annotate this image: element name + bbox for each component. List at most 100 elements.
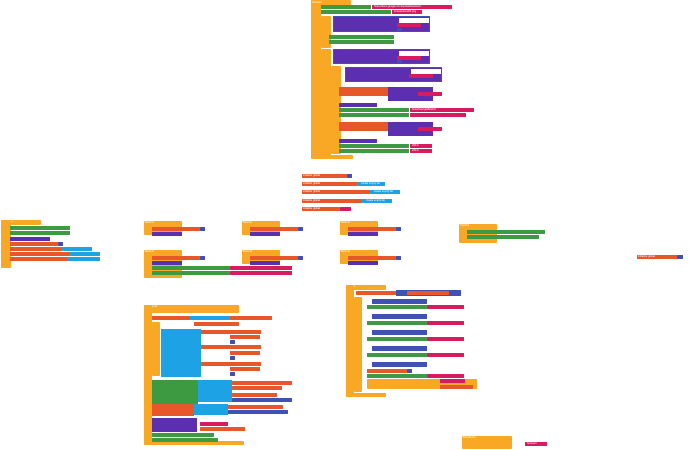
set-typeface-block[interactable] (339, 113, 409, 117)
set-global-block[interactable] (152, 227, 200, 231)
create-empty-list-block[interactable]: create empty list (357, 182, 385, 186)
get-global-block[interactable] (201, 362, 261, 366)
set-typeface-block[interactable] (152, 271, 230, 275)
set-picture-block[interactable] (367, 353, 427, 357)
empty-text-block[interactable] (340, 207, 351, 211)
compare-block[interactable] (372, 330, 427, 335)
set-global-honey-count-block[interactable] (339, 87, 389, 96)
screen-initialize-event-block[interactable] (311, 0, 321, 158)
get-element-block[interactable] (230, 351, 260, 355)
set-url-block[interactable] (321, 5, 371, 9)
select-list-item-block[interactable] (194, 404, 228, 415)
get-element-block[interactable] (230, 335, 260, 339)
set-visible-block[interactable] (329, 35, 394, 39)
if-blocks[interactable] (354, 297, 362, 392)
number-block[interactable] (200, 256, 205, 260)
getvalue-call-block[interactable] (388, 122, 442, 136)
set-visible-block[interactable] (10, 231, 70, 235)
getvalue-call-block[interactable] (388, 87, 442, 101)
get-global-block[interactable] (201, 345, 261, 349)
global-theimagew-block[interactable]: initialize global (637, 255, 677, 259)
compare-block[interactable] (372, 299, 427, 304)
create-empty-list-block[interactable]: create empty list (362, 199, 392, 203)
set-typeface-block[interactable] (339, 108, 409, 112)
get-global-row-block[interactable] (440, 385, 473, 389)
typeface-text-block[interactable] (230, 266, 292, 270)
number-block[interactable] (396, 256, 401, 260)
set-global-row-block[interactable] (152, 404, 194, 416)
call-honeypot-get-block[interactable] (152, 232, 182, 236)
call-honeypot-get-block[interactable] (348, 232, 378, 236)
number-block[interactable] (298, 227, 303, 231)
image-text-block[interactable]: FrameHome01.png (392, 10, 422, 14)
set-global-block[interactable] (10, 257, 68, 261)
set-height-block[interactable] (467, 230, 545, 234)
getvalue-call-block[interactable] (333, 16, 430, 32)
global-spanish-options-block[interactable]: initialize global (302, 190, 370, 194)
set-visible-block[interactable] (467, 235, 539, 239)
create-empty-list-block[interactable] (70, 252, 100, 256)
call-honeypot-get-block[interactable] (250, 261, 280, 265)
for-each-block[interactable] (152, 322, 160, 376)
set-typeface-block[interactable] (152, 266, 230, 270)
call-honeypot-get-block[interactable] (250, 232, 280, 236)
compare-block[interactable] (372, 362, 427, 367)
global-textcontent-block[interactable]: initialize global (302, 182, 357, 186)
global-english-count-block[interactable]: initialize global (302, 199, 362, 203)
number-block[interactable] (230, 340, 235, 344)
set-global-honey-count-block[interactable] (339, 122, 389, 131)
call-tinydb-storevalue-block[interactable] (152, 418, 197, 432)
set-global-block[interactable] (348, 256, 396, 260)
gottext-event-block[interactable] (144, 305, 152, 445)
add-items-to-list-block[interactable] (161, 329, 201, 377)
picture-text-block[interactable] (427, 353, 464, 357)
global-honey-count-block[interactable]: initialize global (302, 174, 347, 178)
set-visible-block[interactable] (152, 433, 214, 437)
get-global-block[interactable] (200, 427, 245, 431)
call-honeypot-get-block[interactable] (348, 261, 378, 265)
set-global-block[interactable] (10, 247, 62, 251)
picture-text-block[interactable] (427, 374, 464, 378)
picture-text-block[interactable] (427, 305, 464, 309)
math-block[interactable] (232, 398, 292, 402)
number-block[interactable] (347, 174, 352, 178)
number-block[interactable] (58, 242, 63, 246)
picture-text-block[interactable] (427, 321, 464, 325)
screen-name-text-block[interactable]: Screen1 (525, 442, 547, 446)
getvalue-call-block[interactable] (345, 67, 442, 82)
typeface-text-block[interactable] (410, 113, 466, 117)
call-honeypot-get-block[interactable] (339, 139, 377, 143)
backbutton-click-block[interactable]: BackButton (462, 436, 512, 449)
set-global-theimagew-block[interactable] (356, 291, 396, 295)
number-block[interactable] (230, 356, 235, 360)
math-block[interactable] (228, 410, 288, 414)
set-picture-block[interactable] (367, 337, 427, 341)
get-global-block[interactable] (232, 393, 277, 397)
number-block[interactable] (677, 255, 683, 259)
set-text-blocks[interactable] (152, 380, 198, 404)
set-global-block[interactable] (152, 256, 200, 260)
tag-text-block[interactable] (200, 422, 228, 426)
create-empty-list-block[interactable] (68, 257, 100, 261)
set-global-block[interactable] (348, 227, 396, 231)
number-block[interactable] (200, 227, 205, 231)
set-global-textcontent-block[interactable] (152, 316, 190, 320)
compare-block[interactable] (372, 314, 427, 319)
set-visible-block[interactable] (329, 40, 394, 44)
get-global-block[interactable] (407, 291, 449, 295)
screen-name-text-block[interactable] (440, 379, 465, 383)
number-block[interactable] (396, 227, 401, 231)
set-image-block[interactable] (321, 10, 391, 14)
set-picture-block[interactable] (367, 321, 427, 325)
open-another-screen-block[interactable] (367, 379, 477, 389)
create-empty-list-block[interactable] (62, 247, 92, 251)
global-row-block[interactable]: initialize global (302, 207, 340, 211)
set-global-block[interactable] (250, 227, 298, 231)
set-global-block[interactable] (250, 256, 298, 260)
compare-block[interactable] (372, 346, 427, 351)
screen-initialize-header[interactable]: Screen1 (311, 0, 351, 5)
number-block[interactable] (230, 372, 235, 376)
picture-text-block[interactable] (427, 337, 464, 341)
get-global-block[interactable] (194, 322, 239, 326)
select-list-item-block[interactable] (198, 380, 232, 402)
